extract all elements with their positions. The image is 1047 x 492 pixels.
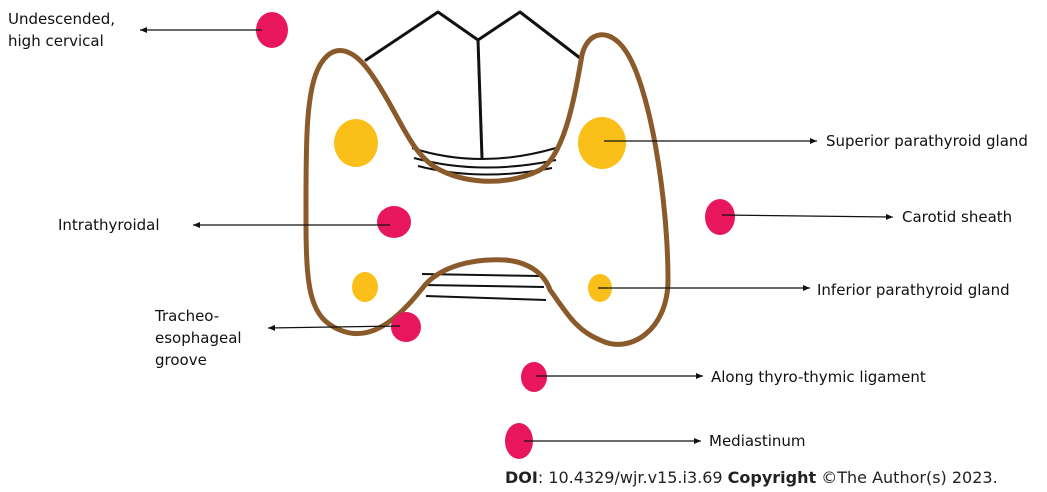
- ectopic-gland-intrathyroidal: [377, 206, 411, 238]
- label-inferior-parathyroid: Inferior parathyroid gland: [817, 279, 1010, 301]
- copyright-value: ©The Author(s) 2023.: [816, 468, 998, 487]
- left-inferior-parathyroid-gland: [352, 272, 378, 302]
- citation-footer: DOI: 10.4329/wjr.v15.i3.69 Copyright ©Th…: [505, 467, 998, 489]
- right-superior-parathyroid-gland: [578, 117, 626, 169]
- label-intrathyroidal: Intrathyroidal: [58, 214, 160, 236]
- doi-label: DOI: [505, 468, 538, 487]
- label-superior-parathyroid: Superior parathyroid gland: [826, 130, 1028, 152]
- ectopic-gland-tracheoesophageal: [391, 312, 421, 342]
- ectopic-gland-thyrothymic: [521, 362, 547, 392]
- thyroid-cartilage: [366, 12, 580, 158]
- ectopic-gland-carotid-sheath: [705, 199, 735, 235]
- doi-value: : 10.4329/wjr.v15.i3.69: [538, 468, 728, 487]
- label-mediastinum: Mediastinum: [709, 430, 806, 452]
- copyright-label: Copyright: [728, 468, 816, 487]
- label-carotid-sheath: Carotid sheath: [902, 206, 1012, 228]
- label-undescended: Undescended, high cervical: [8, 8, 138, 52]
- arrow-carotid: [722, 215, 893, 217]
- label-tracheoesophageal-groove: Tracheo-esophageal groove: [155, 305, 255, 371]
- label-thyrothymic-ligament: Along thyro-thymic ligament: [711, 366, 926, 388]
- left-superior-parathyroid-gland: [334, 119, 378, 167]
